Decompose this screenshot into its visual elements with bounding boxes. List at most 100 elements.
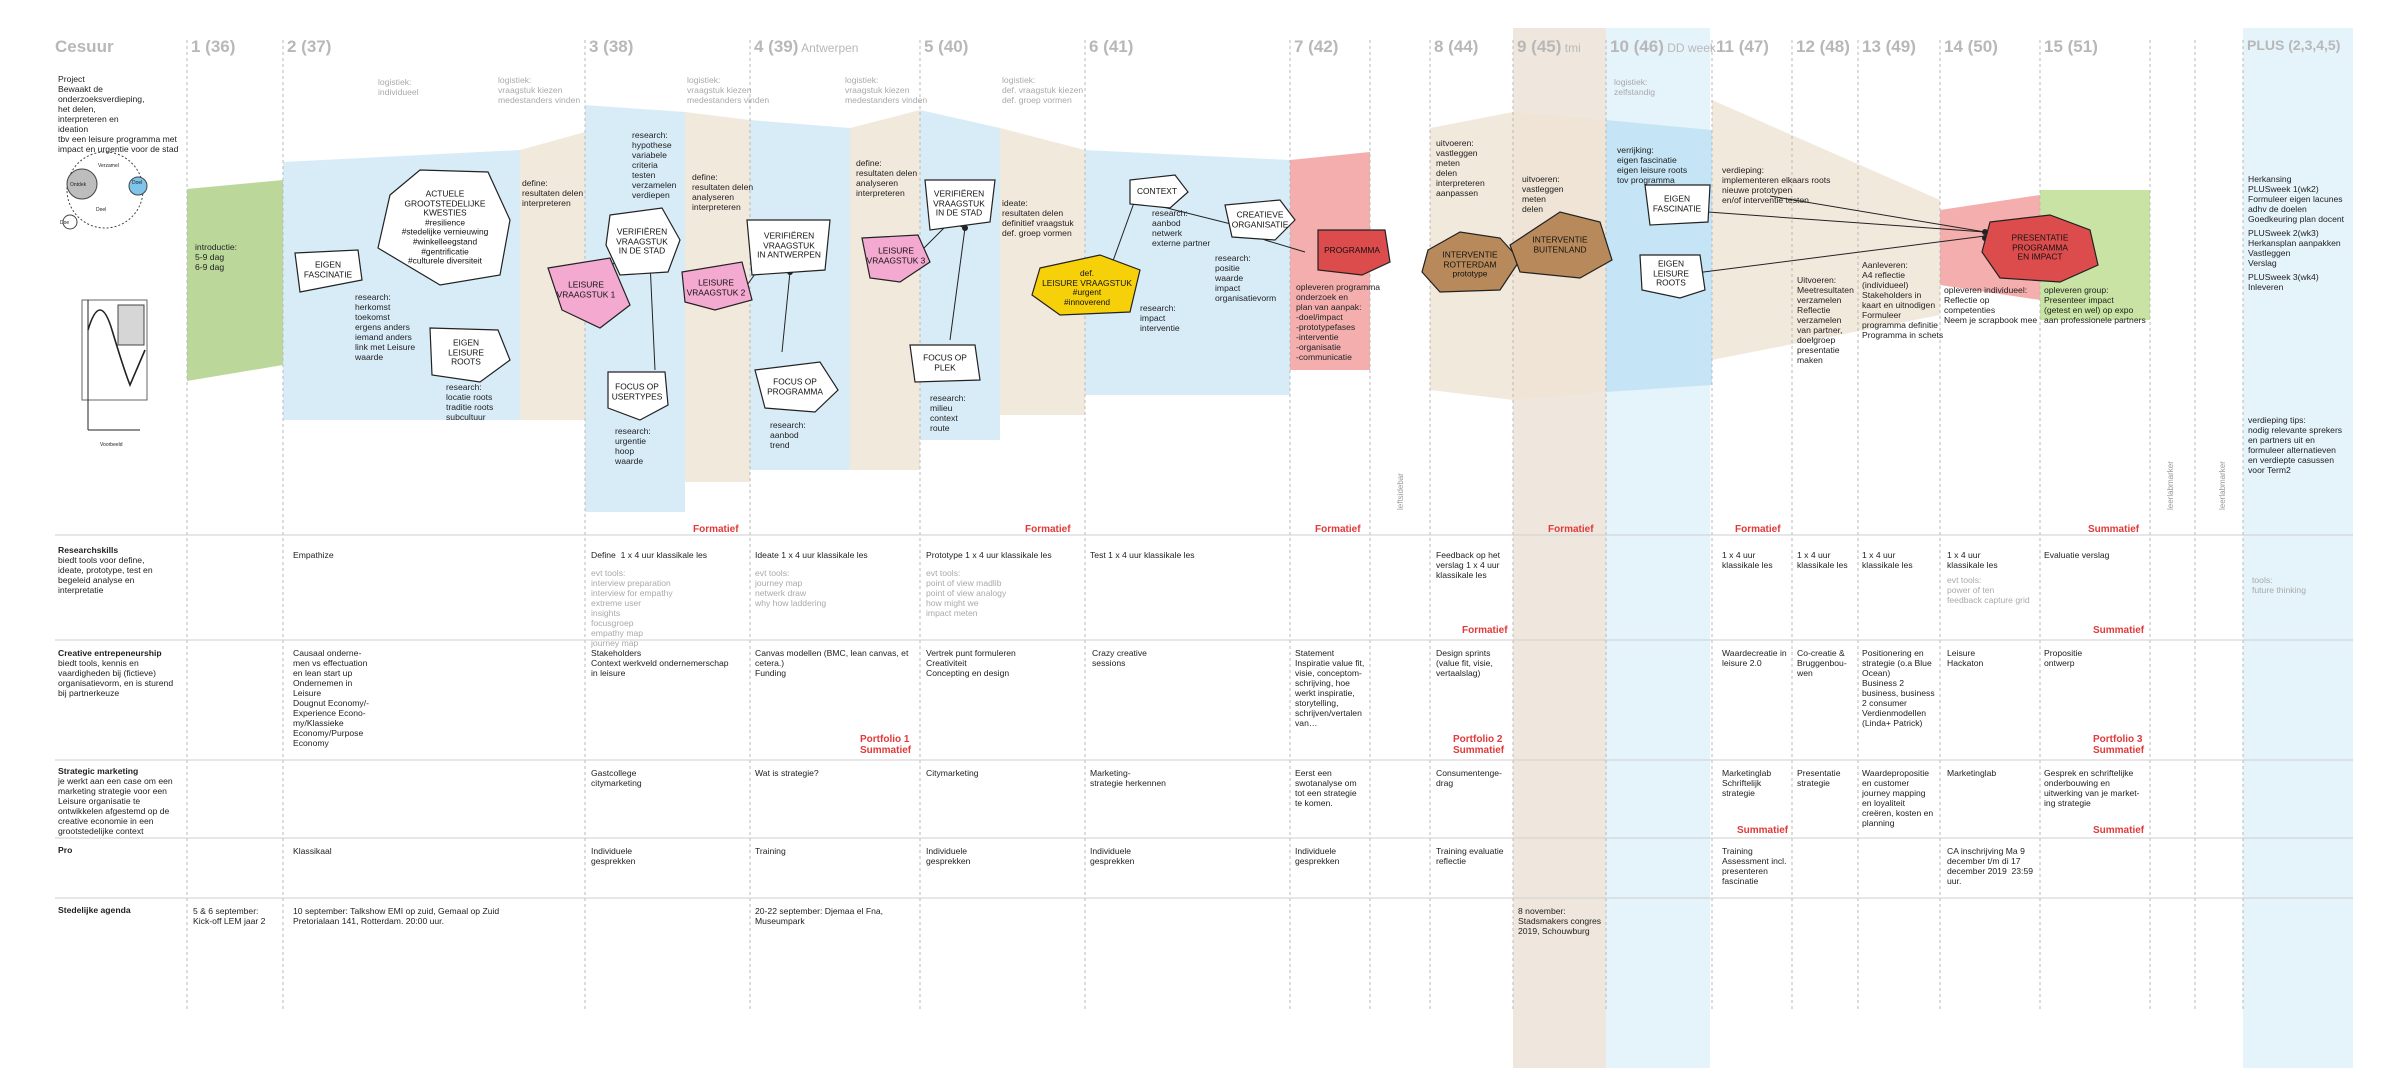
creative-cell-week8: Design sprints (value fit, visie, vertaa… [1436,648,1493,678]
research-tools-plus: tools: future thinking [2252,575,2306,595]
diagram-label-doel: Doel [132,180,143,186]
note-plus-2: PLUSweek 2(wk3) Herkansplan aanpakken Va… [2248,228,2341,268]
label-eigen-fascinatie: EIGEN FASCINATIE [303,259,353,279]
note-plus-4: verdieping tips: nodig relevante spreker… [2248,415,2343,475]
label-focus-user: FOCUS OP USERTYPES [611,381,663,401]
creative-cell-week7: Statement Inspiratie value fit, visie, c… [1295,648,1365,728]
header-cesuur: Cesuur [55,37,114,56]
label-def-leisure: def. LEISURE VRAAGSTUK #urgent #innovere… [1042,267,1132,307]
agenda-cell-week4: 20-22 september: Djemaa el Fna, Museumpa… [755,906,884,926]
row-title-agenda: Stedelijke agenda [58,905,131,915]
row-title-marketing: Strategic marketing [58,766,139,776]
creative-cell-week4: Canvas modellen (BMC, lean canvas, et ce… [755,648,909,678]
focus-plek-shape [909,344,981,383]
research-cell-week2: Empathize [293,550,334,560]
interventie-rdam-shape [1421,231,1521,293]
header-week-6: 6 (41) [1089,37,1134,56]
presentatie-shape [1981,214,2099,283]
header-week-4: 4 (39) Antwerpen [754,37,859,56]
creative-assessment-week4: Portfolio 1 Summatief [860,734,912,756]
note-verrijking-week10: verrijking: eigen fascinatie eigen leisu… [1617,145,1688,185]
research-assessment-week8: Formatief [1462,625,1508,636]
flow-week11 [1712,100,1940,360]
leisure-3-shape [861,234,931,283]
label-leisure-2: LEISURE VRAAGSTUK 2 [686,277,746,297]
note-plus-3: PLUSweek 3(wk4) Inleveren [2248,272,2319,292]
creative-cell-week2: Causaal onderne- men vs effectuation en … [293,648,369,748]
label-programma: PROGRAMMA [1324,245,1380,256]
label-leisure-3: LEISURE VRAAGSTUK 3 [866,245,926,265]
note-opleveren-week15: opleveren group: Presenteer impact (gete… [2044,285,2146,325]
agenda-cell-week2: 10 september: Talkshow EMI op zuid, Gema… [293,906,500,926]
header-week-13: 13 (49) [1862,37,1916,56]
note-research-week3: research: hypothese variabele criteria t… [632,130,677,200]
pro-cell-week8: Training evaluatie reflectie [1436,846,1504,866]
label-verifieren-4: VERIFIËREN VRAAGSTUK IN ANTWERPEN [757,230,821,260]
marketing-assessment-week11: Summatief [1737,825,1789,836]
marker-leftsidebar: leftsidebar [1396,473,1405,510]
programma-shape [1317,229,1391,276]
marketing-cell-week4: Wat is strategie? [755,768,819,778]
agenda-cell-week9: 8 november: Stadsmakers congres 2019, Sc… [1518,906,1602,936]
label-verifieren-3: VERIFIËREN VRAAGSTUK IN DE STAD [616,226,668,256]
assessment-week9: Formatief [1548,524,1594,535]
eigen-roots-10-shape [1639,254,1706,299]
pro-cell-week6: Individuele gesprekken [1090,846,1135,866]
creatieve-org-shape [1224,199,1296,241]
research-cell-week13: 1 x 4 uur klassikale les [1862,550,1913,570]
note-opleveren-week7: opleveren programma onderzoek en plan va… [1296,282,1381,362]
focus-prog-shape [754,361,839,413]
header-week-10: 10 (46) DD week [1610,37,1716,56]
flow-week4b [850,110,920,470]
note-research-week2b: research: locatie roots traditie roots s… [446,382,494,422]
marketing-cell-week8: Consumentenge- drag [1436,768,1502,788]
research-cell-week14: 1 x 4 uur klassikale les [1947,550,1998,570]
diagram-label-deel: Deel [96,207,107,213]
pro-cell-week7: Individuele gesprekken [1295,846,1340,866]
label-verifieren-5: VERIFIËREN VRAAGSTUK IN DE STAD [933,188,985,218]
diagram-label-doe: Doe [60,220,70,226]
research-tools-week14: evt tools: power of ten feedback capture… [1947,575,2030,605]
note-introductie: introductie: 5-9 dag 6-9 dag [195,242,238,272]
row-lines [55,534,2353,899]
note-uitvoeren-week9: uitvoeren: vastleggen meten delen [1522,174,1564,214]
research-cell-week3: Define 1 x 4 uur klassikale les [591,550,708,560]
flow-week5 [920,110,1000,440]
intro-sketch [62,151,148,431]
leisure-1-shape [547,257,631,329]
flow-week3 [585,105,685,512]
header-week-1: 1 (36) [191,37,236,56]
research-tools-week5: evt tools: point of view madlib point of… [926,568,1007,618]
agenda-cell-week1: 5 & 6 september: Kick-off LEM jaar 2 [193,906,266,926]
pro-cell-week2: Klassikaal [293,846,332,856]
note-research-week5: research: milieu context route [930,393,966,433]
creative-cell-week13: Positionering en strategie (o.a Blue Oce… [1862,648,1935,728]
label-actuele-kwesties: ACTUELE GROOTSTEDELIJKE KWESTIES #resili… [401,188,489,266]
note-define-week4: define: resultaten delen analyseren inte… [856,158,918,198]
diagram-label-ontdek: Ontdek [70,182,87,188]
assessment-week15: Summatief [2088,524,2140,535]
verifieren-3-shape [605,207,681,276]
creative-cell-week14: Leisure Hackaton [1947,648,1984,668]
creative-cell-week15: Propositie ontwerp [2044,648,2083,668]
row-desc-researchskills: biedt tools voor define, ideate, prototy… [58,555,153,595]
label-eigen-roots: EIGEN LEISURE ROOTS [448,337,484,367]
pro-cell-week5: Individuele gesprekken [926,846,971,866]
assessment-week5: Formatief [1025,524,1071,535]
assessment-week7: Formatief [1315,524,1361,535]
verifieren-5-shape [924,179,996,231]
label-eigen-roots-10: EIGEN LEISURE ROOTS [1653,258,1689,288]
header-week-15: 15 (51) [2044,37,2098,56]
research-cell-week5: Prototype 1 x 4 uur klassikale les [926,550,1052,560]
research-cell-week15: Evaluatie verslag [2044,550,2110,560]
label-focus-programma: FOCUS OP PROGRAMMA [767,376,823,396]
pro-cell-week14: CA inschrijving Ma 9 december t/m di 17 … [1947,846,2034,886]
note-define-week2: define: resultaten delen interpreteren [522,178,584,208]
label-presentatie: PRESENTATIE PROGRAMMA EN IMPACT [2011,232,2069,262]
note-research-week2a: research: herkomst toekomst ergens ander… [355,292,416,362]
note-research-week6c: research: impact interventie [1140,303,1180,333]
pro-cell-week11: Training Assessment incl. presenteren fa… [1722,846,1787,886]
row-desc-creative: biedt tools, kennis en vaardigheden bij … [58,658,174,698]
label-interventie-rotterdam: INTERVENTIE ROTTERDAM prototype [1442,249,1498,279]
assessment-week11: Formatief [1735,524,1781,535]
